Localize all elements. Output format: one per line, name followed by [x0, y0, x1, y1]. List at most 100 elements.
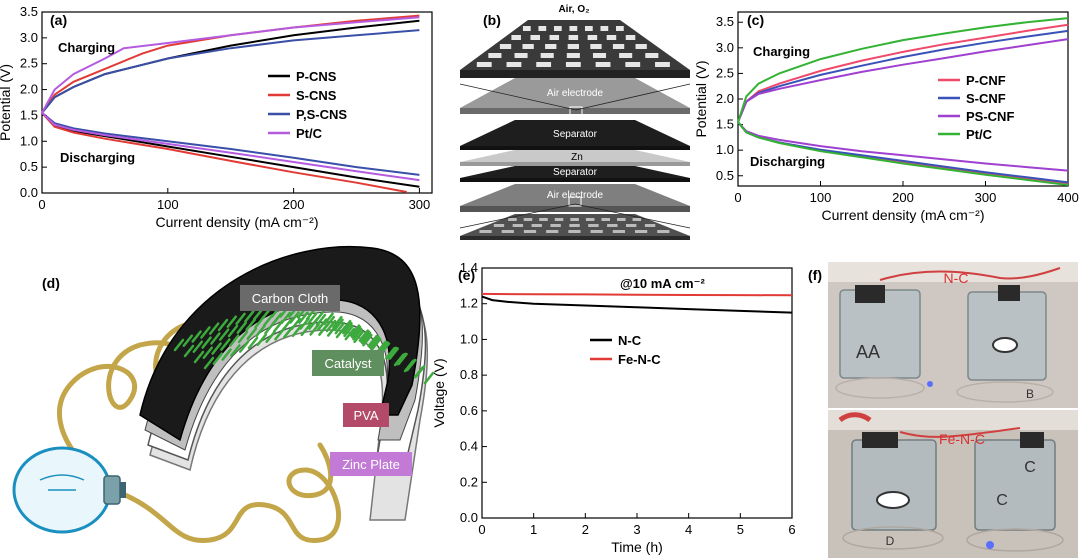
- catalyst-rod: [393, 353, 405, 367]
- photo-letter-c-lower: C: [996, 492, 1008, 509]
- callout-pva: PVA: [353, 408, 378, 423]
- panel-e-label: (e): [458, 267, 475, 283]
- mesh-cell: [538, 26, 547, 31]
- mesh-cell: [499, 44, 512, 49]
- top-mesh-layer: [460, 20, 690, 78]
- mesh-cell: [569, 26, 578, 31]
- mesh-cell: [601, 218, 610, 221]
- catalyst-rod: [298, 311, 309, 324]
- mesh-cell: [568, 230, 581, 233]
- catalyst-rod: [208, 322, 220, 335]
- mesh-cell: [655, 62, 670, 67]
- photo-n-c: AA B N-C: [828, 262, 1078, 408]
- catalyst-rod: [359, 330, 371, 343]
- catalyst-rod: [221, 348, 232, 361]
- catalyst-rod: [200, 326, 211, 339]
- bottom-mesh-layer: [460, 214, 690, 240]
- series-line: [481, 295, 793, 314]
- catalyst-rod: [290, 317, 302, 331]
- catalyst-rod: [246, 327, 258, 340]
- catalyst-rod: [358, 329, 370, 342]
- y-tick-label: 1.0: [716, 142, 734, 157]
- mesh-cell: [493, 224, 505, 227]
- catalyst-rod: [271, 312, 283, 326]
- mesh-cell: [635, 44, 647, 49]
- mesh-cell: [625, 35, 636, 40]
- x-tick-label: 400: [1057, 190, 1079, 205]
- catalyst-rod: [235, 312, 246, 326]
- series-line-discharge: [737, 121, 1069, 184]
- x-tick-label: 200: [283, 197, 305, 212]
- y-tick-label: 2.0: [20, 82, 38, 97]
- mesh-cell: [632, 218, 642, 221]
- mesh-cell: [512, 224, 524, 227]
- mesh-cell: [585, 218, 595, 221]
- series-line-charge: [41, 29, 420, 114]
- annotation: Charging: [58, 40, 115, 55]
- catalyst-rod: [362, 333, 373, 347]
- legend-label: PS-CNF: [966, 109, 1014, 124]
- mesh-cell: [523, 218, 533, 221]
- y-tick-label: 1.0: [460, 331, 478, 346]
- catalyst-rod: [342, 321, 353, 335]
- mesh-cell: [565, 62, 581, 67]
- wire: [122, 442, 341, 544]
- legend-label: P-CNF: [966, 73, 1006, 88]
- y-tick-label: 2.5: [716, 65, 734, 80]
- annotation: Discharging: [750, 154, 825, 169]
- mesh-cell: [549, 35, 560, 40]
- y-tick-label: 2.5: [20, 56, 38, 71]
- separator-upper: Separator: [460, 120, 690, 150]
- x-tick-label: 5: [737, 522, 744, 537]
- mesh-cell: [592, 53, 607, 58]
- mesh-cell: [570, 218, 579, 221]
- mesh-grid: [476, 26, 670, 67]
- catalyst-rod: [201, 336, 212, 349]
- panel-c-label: (c): [747, 12, 764, 28]
- series-line-charge: [737, 17, 1069, 123]
- catalyst-rod: [350, 325, 362, 339]
- x-tick-label: 300: [409, 197, 431, 212]
- x-tick-label: 3: [633, 522, 640, 537]
- mesh-cell: [584, 26, 593, 31]
- y-tick-label: 1.4: [460, 260, 478, 275]
- catalyst-rod: [316, 318, 328, 331]
- x-axis-label: Time (h): [611, 539, 663, 555]
- y-tick-label: 0.6: [460, 403, 478, 418]
- catalyst-rod: [349, 324, 361, 337]
- catalyst-rod: [360, 331, 372, 345]
- catalyst-rod: [212, 352, 224, 365]
- mesh-cell: [635, 230, 648, 233]
- catalyst-rod: [300, 323, 312, 337]
- mesh-cell: [540, 53, 554, 58]
- catalyst-rod: [192, 340, 204, 353]
- series-line-discharge: [41, 112, 420, 182]
- mesh-cell: [566, 53, 580, 58]
- annotation: Discharging: [60, 150, 135, 165]
- mesh-cell: [645, 53, 659, 58]
- mesh-cell: [587, 35, 598, 40]
- catalyst-rod: [384, 347, 396, 360]
- y-tick-label: 0.5: [20, 159, 38, 174]
- mesh-cell: [600, 26, 609, 31]
- panel-d-illustration: (d) Carbon Cloth Catalyst PVA Zinc Plate: [12, 246, 435, 544]
- series-line-discharge: [737, 121, 1069, 186]
- mesh-cell: [476, 62, 492, 67]
- y-axis-label: Potential (V): [0, 64, 13, 141]
- mesh-cell: [568, 35, 579, 40]
- y-tick-label: 3.0: [716, 40, 734, 55]
- catalyst-rod: [236, 321, 248, 334]
- catalyst-rod: [193, 350, 205, 364]
- mesh-cell: [617, 218, 626, 221]
- zinc-layer: Zn: [460, 150, 690, 166]
- catalyst-rod: [237, 330, 249, 344]
- catalyst-rod: [244, 310, 255, 323]
- catalyst-rod: [238, 340, 250, 353]
- x-axis-label: Current density (mA cm⁻²): [822, 207, 985, 223]
- panel-d-label: (d): [42, 275, 60, 291]
- series-line: [481, 292, 793, 297]
- catalyst-rod: [403, 359, 415, 373]
- callout-catalyst: Catalyst: [325, 356, 372, 371]
- panel-f-label: (f): [808, 267, 822, 283]
